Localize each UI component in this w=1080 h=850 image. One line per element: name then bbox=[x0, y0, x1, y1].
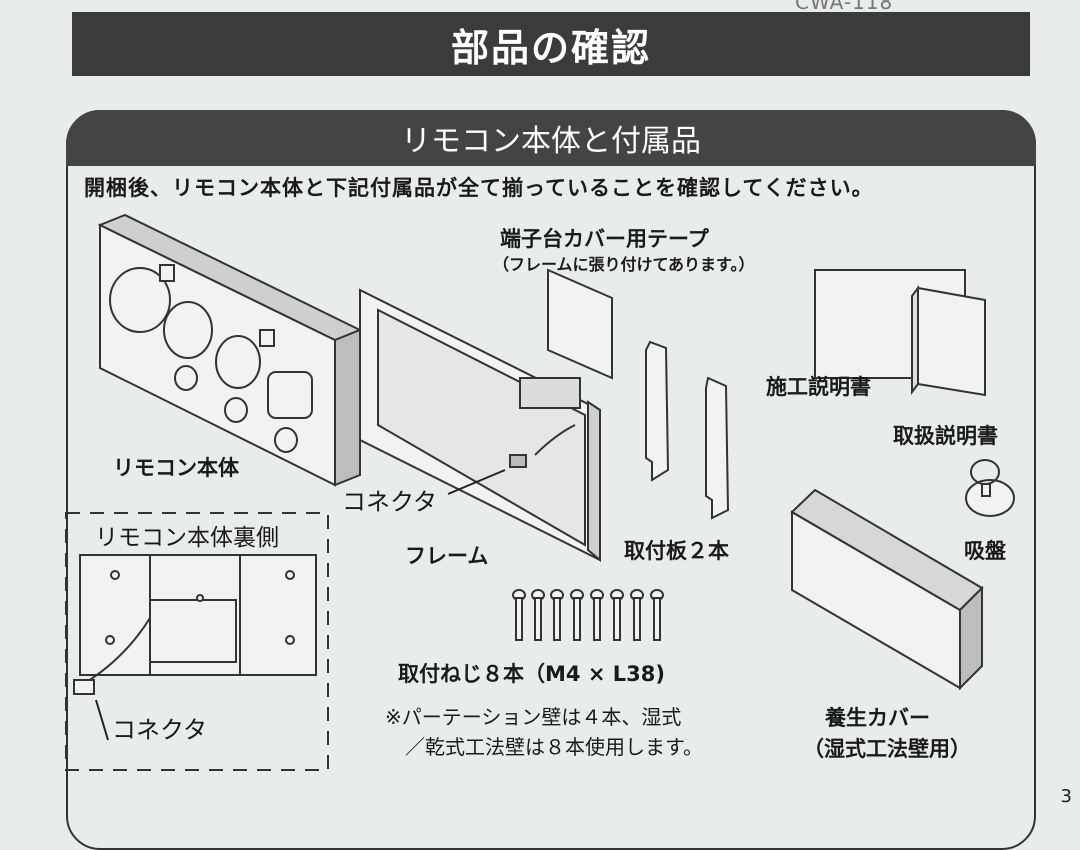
frame-connector-label: コネクタ bbox=[342, 488, 438, 516]
suction-cup-drawing bbox=[965, 459, 1015, 517]
frame-label: フレーム bbox=[405, 544, 489, 568]
screws-label: 取付ねじ８本（M4 × L38) bbox=[398, 662, 665, 686]
tape-note: （フレームに張り付けてあります。） bbox=[493, 255, 755, 274]
remote-back-label: リモコン本体裏側 bbox=[95, 525, 279, 551]
tape-label: 端子台カバー用テープ bbox=[500, 227, 709, 251]
screws-drawing bbox=[512, 589, 664, 641]
cover-note: （湿式工法壁用） bbox=[803, 737, 971, 761]
parts-illustration bbox=[65, 213, 1015, 771]
install-manual-label: 施工説明書 bbox=[766, 375, 871, 399]
screws-note-line2: ／乾式工法壁は８本使用します。 bbox=[405, 735, 703, 759]
section-title: リモコン本体と付属品 bbox=[66, 110, 1036, 166]
page-number: 3 bbox=[1060, 786, 1072, 807]
mounting-plates-drawing bbox=[645, 340, 730, 520]
suction-cup-label: 吸盤 bbox=[964, 539, 1006, 563]
frame-drawing bbox=[359, 288, 601, 563]
remote-body-drawing bbox=[97, 213, 363, 487]
back-side-box bbox=[65, 512, 329, 771]
manuals-drawing bbox=[814, 269, 986, 397]
connector-back-leader-line bbox=[95, 699, 109, 741]
remote-body-label: リモコン本体 bbox=[113, 456, 239, 480]
tape-drawing bbox=[547, 268, 613, 380]
page-title: 部品の確認 bbox=[72, 12, 1030, 76]
intro-text: 開梱後、リモコン本体と下記付属品が全て揃っていることを確認してください。 bbox=[84, 176, 874, 200]
model-number: CWA-118 bbox=[795, 0, 894, 14]
remote-back-drawing bbox=[73, 554, 317, 695]
cover-drawing bbox=[790, 488, 984, 691]
back-connector-label: コネクタ bbox=[112, 716, 208, 744]
connector-leader-line bbox=[447, 469, 506, 495]
cover-label: 養生カバー bbox=[825, 706, 930, 730]
screws-note-line1: ※パーテーション壁は４本、湿式 bbox=[385, 705, 682, 729]
user-manual-label: 取扱説明書 bbox=[893, 424, 998, 448]
plates-label: 取付板２本 bbox=[624, 539, 729, 563]
